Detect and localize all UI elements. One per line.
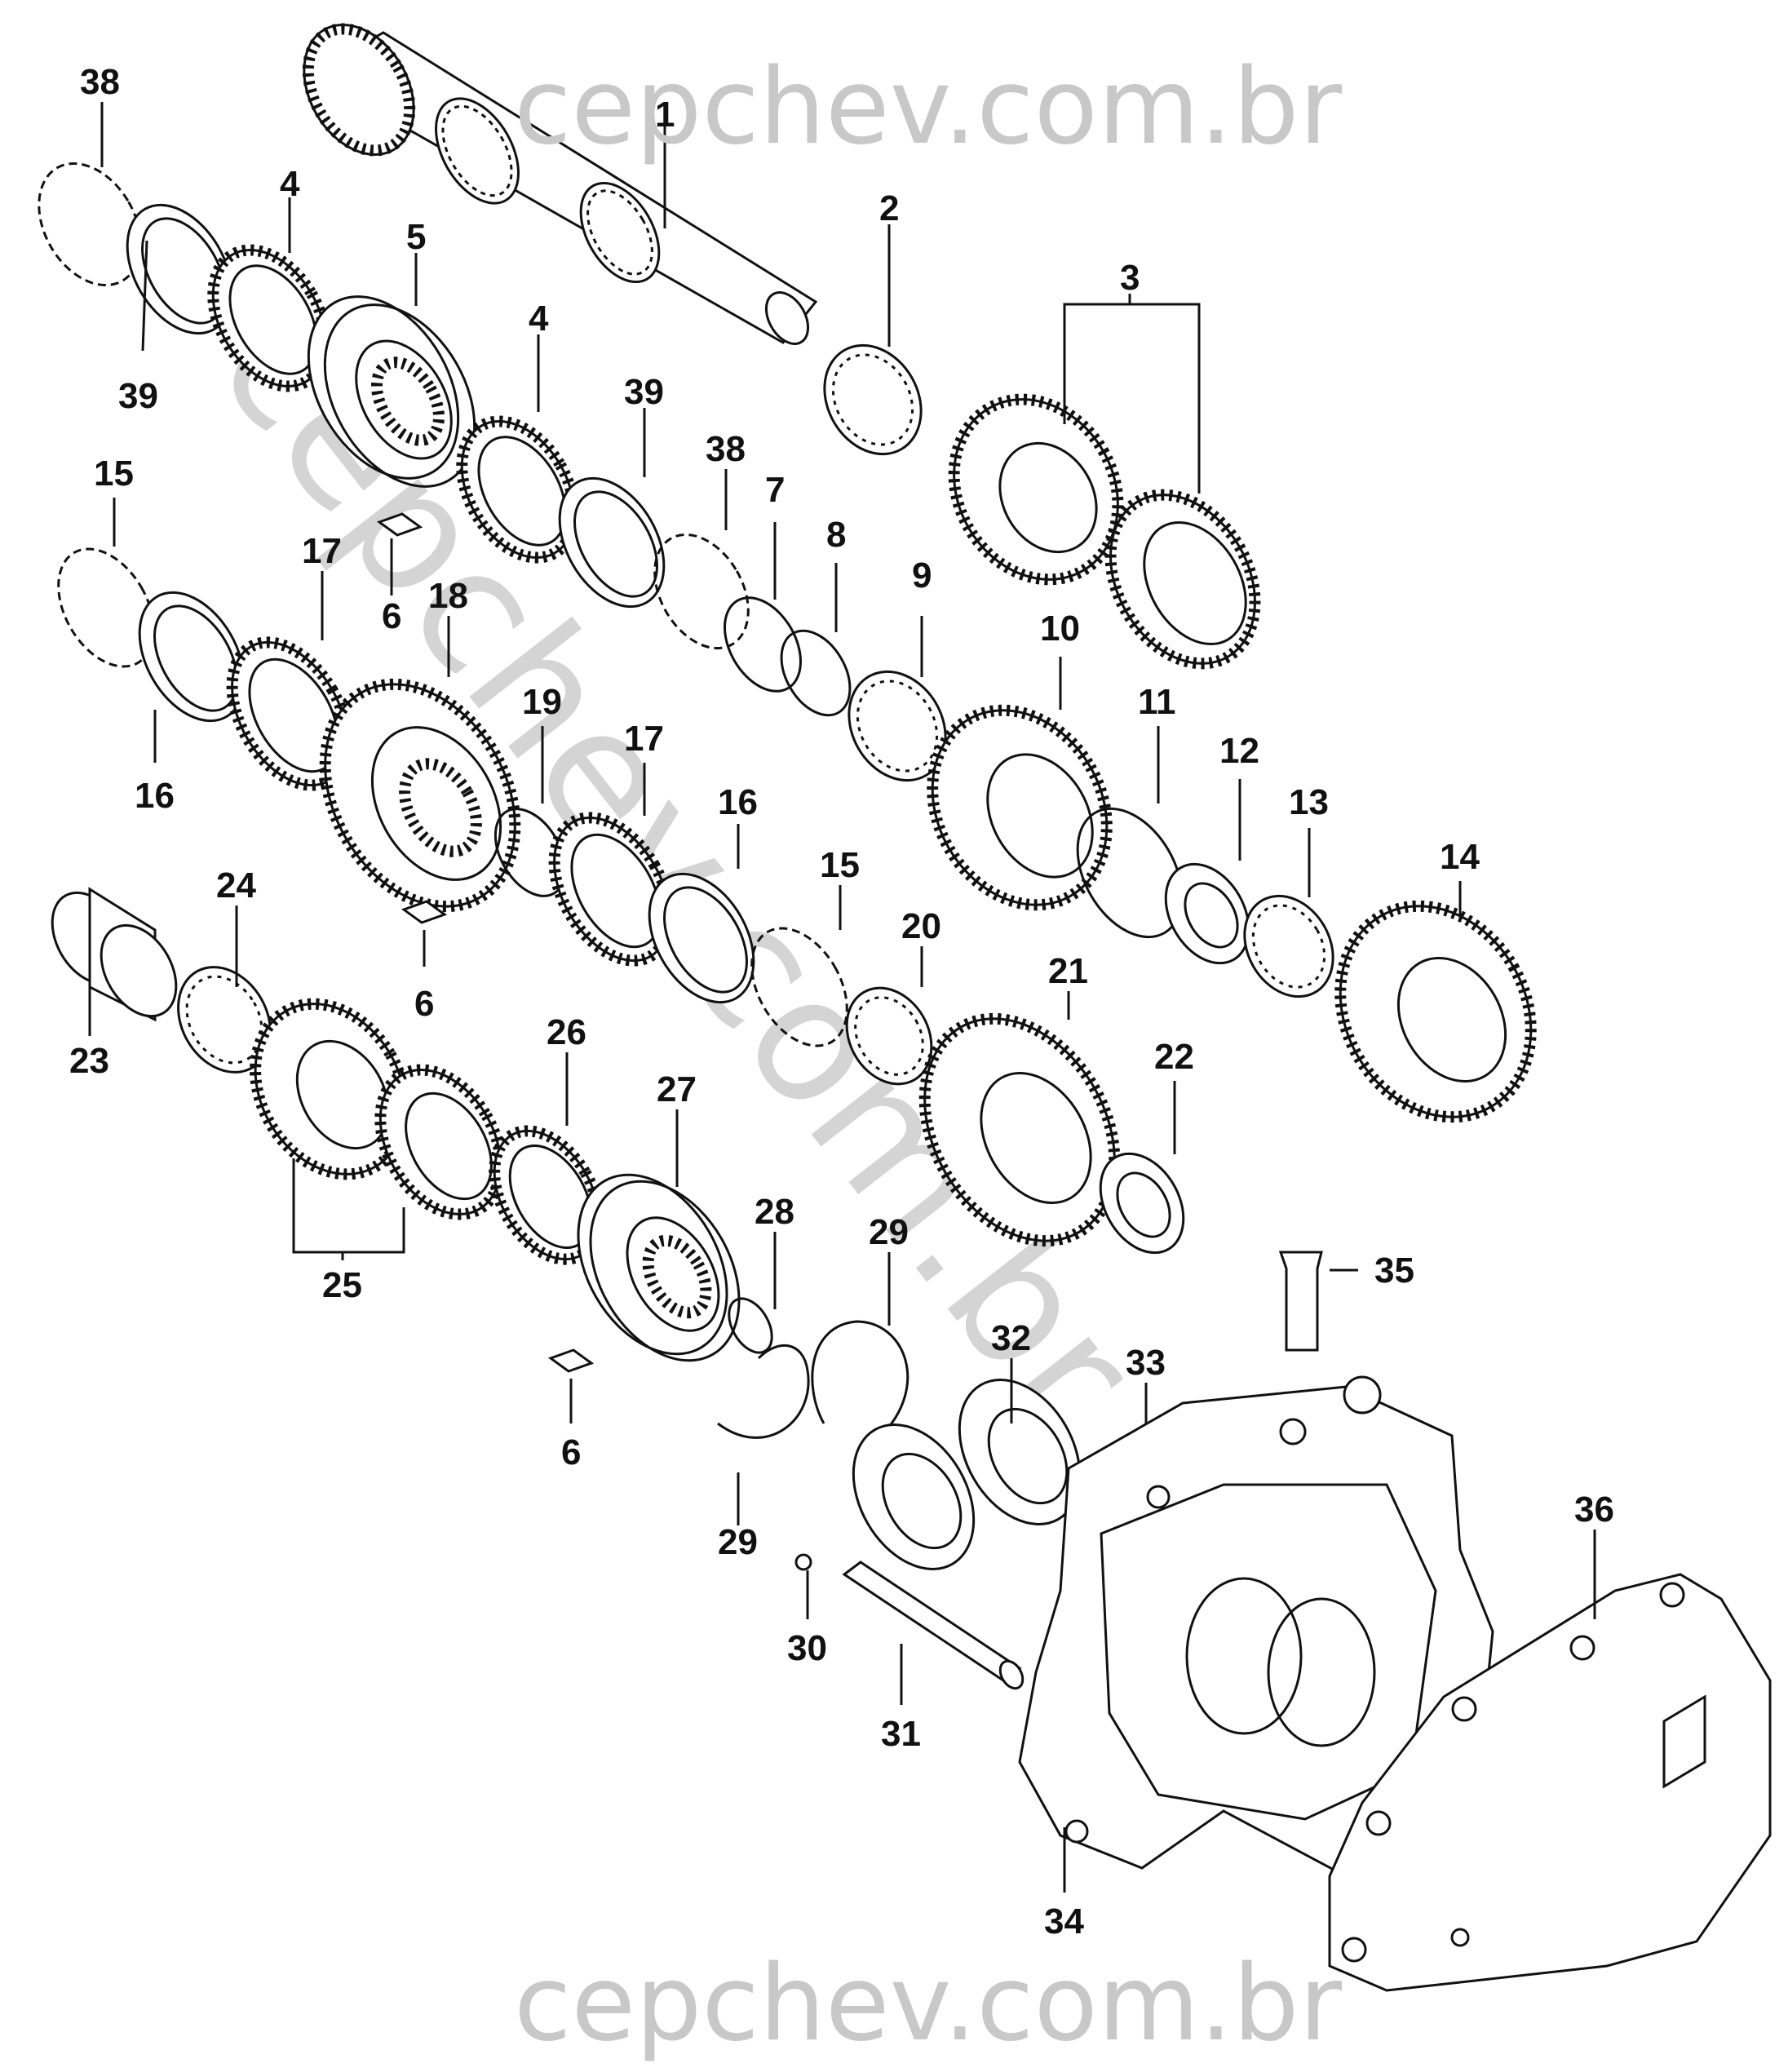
callout-25: 25: [322, 1265, 362, 1305]
callout-1: 1: [655, 95, 675, 135]
callout-29: 29: [718, 1522, 758, 1562]
part-32-bearing: [852, 1379, 1082, 1570]
part-39-ring: [126, 203, 233, 335]
callout-7: 7: [765, 470, 785, 510]
part-20-needle-bearing: [845, 986, 933, 1086]
part-22-thrust-washer: [1099, 1152, 1185, 1255]
part-23-sleeve: [51, 887, 178, 1022]
callout-9: 9: [912, 556, 932, 595]
callout-19: 19: [522, 682, 562, 722]
callout-27: 27: [657, 1069, 697, 1109]
callout-8: 8: [826, 515, 846, 555]
part-4-synchro-ring: [207, 244, 331, 392]
part-3-gear: [948, 393, 1261, 670]
part-12-split-ring: [1164, 862, 1250, 965]
part-5-synchronizer-hub: [307, 295, 476, 488]
callout-6: 6: [561, 1432, 581, 1472]
callout-18: 18: [428, 576, 468, 616]
part-27-synchronizer-hub: [577, 1173, 741, 1362]
part-31-pin: [842, 1561, 1025, 1690]
callout-4: 4: [529, 299, 549, 339]
part-6-key-2: [401, 900, 448, 924]
part-14-gear: [1334, 900, 1537, 1123]
part-16-ring-2: [648, 872, 755, 1004]
callout-14: 14: [1440, 837, 1480, 877]
callout-4: 4: [280, 164, 300, 204]
callout-32: 32: [991, 1318, 1031, 1358]
part-6-key: [376, 512, 423, 537]
leader-lines: [88, 102, 1596, 1893]
part-24-needle-bearing: [177, 966, 272, 1074]
part-39-ring-2: [558, 476, 666, 609]
callout-26: 26: [547, 1012, 586, 1052]
callout-36: 36: [1574, 1490, 1614, 1530]
callout-34: 34: [1044, 1902, 1084, 1941]
callout-3: 3: [1120, 258, 1140, 298]
part-15-ring-2: [750, 927, 848, 1047]
part-11-circlip: [1076, 807, 1184, 939]
part-21-gear: [918, 1012, 1121, 1247]
part-28-circlip: [728, 1297, 773, 1354]
part-9-needle-bearing: [848, 670, 947, 782]
part-13-needle-bearing: [1243, 894, 1334, 998]
part-29-circlip-2: [717, 1344, 810, 1439]
part-2-needle-bearing: [823, 343, 923, 456]
callout-16: 16: [718, 782, 758, 822]
part-6-key-3: [547, 1348, 595, 1373]
callout-23: 23: [69, 1041, 109, 1081]
callout-28: 28: [755, 1192, 794, 1232]
callout-29: 29: [869, 1212, 909, 1252]
part-38-ring-2: [653, 533, 750, 650]
callout-24: 24: [216, 866, 256, 905]
part-18-synchronizer-gear: [319, 678, 521, 913]
callout-33: 33: [1126, 1343, 1166, 1383]
callout-16: 16: [135, 776, 175, 816]
callout-15: 15: [820, 845, 860, 885]
callout-31: 31: [881, 1714, 921, 1754]
part-4-synchro-ring-2: [456, 415, 580, 564]
callout-20: 20: [901, 906, 941, 946]
part-10-gear: [927, 704, 1113, 911]
watermark-bottom: cepchev.com.br: [514, 1943, 1342, 2065]
callout-39: 39: [118, 376, 158, 416]
callout-11: 11: [1138, 682, 1176, 722]
callout-17: 17: [302, 531, 342, 571]
part-1-main-shaft: [302, 23, 818, 345]
callout-12: 12: [1219, 731, 1259, 771]
callout-22: 22: [1154, 1037, 1194, 1077]
part-35-bolt: [1278, 1251, 1323, 1352]
part-25-gear-pair: [250, 998, 507, 1220]
callout-2: 2: [879, 188, 899, 228]
part-36-rear-cover: [1328, 1573, 1772, 1992]
part-16-ring: [138, 591, 246, 723]
callout-21: 21: [1048, 951, 1088, 991]
callout-5: 5: [406, 217, 426, 257]
callout-39: 39: [624, 372, 664, 412]
part-17-synchro-ring-2: [548, 812, 675, 967]
part-7-circlip: [724, 596, 802, 693]
callout-6: 6: [414, 984, 434, 1024]
callout-38: 38: [706, 429, 746, 469]
callout-15: 15: [94, 454, 134, 494]
watermark-top: cepchev.com.br: [514, 46, 1342, 168]
callout-17: 17: [624, 719, 664, 759]
callout-30: 30: [787, 1628, 827, 1668]
part-38-ring: [38, 162, 142, 287]
callout-38: 38: [80, 62, 120, 102]
callout-labels: 1 2 3 4 4 5 6 6 6 7 8 9 10 11 12 13 14 1…: [69, 62, 1614, 1941]
callout-10: 10: [1040, 609, 1080, 649]
part-15-ring: [57, 547, 155, 668]
part-8-circlip: [780, 629, 852, 717]
part-29-circlip: [811, 1320, 909, 1437]
part-30-ball: [794, 1553, 812, 1571]
callout-6: 6: [382, 596, 401, 636]
callout-35: 35: [1374, 1251, 1414, 1291]
callout-13: 13: [1289, 782, 1329, 822]
